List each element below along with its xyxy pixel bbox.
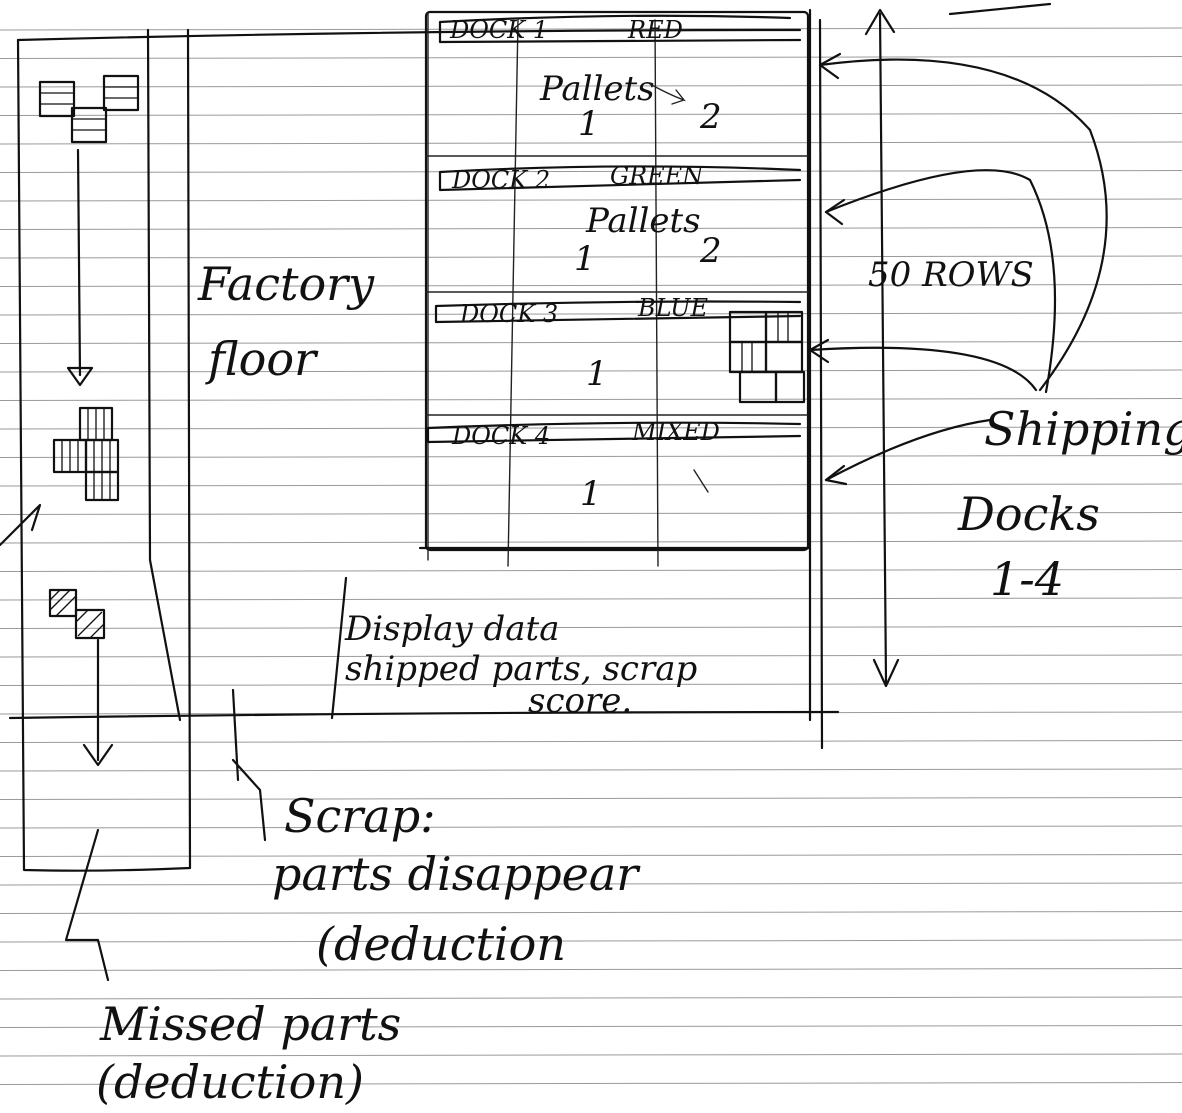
dock-3-left-pallet: 1 bbox=[586, 354, 608, 394]
ruled-line bbox=[0, 57, 1182, 59]
ruled-line bbox=[0, 940, 1182, 942]
shipping-docks-label-line3: 1-4 bbox=[990, 552, 1064, 606]
display-label-line3: score. bbox=[528, 681, 632, 721]
ruled-line bbox=[0, 798, 1182, 800]
ruled-line bbox=[0, 627, 1182, 629]
factory-floor-label-line1: Factory bbox=[197, 257, 375, 311]
dock-1-right-pallet: 2 bbox=[699, 97, 722, 137]
ruled-line bbox=[0, 741, 1182, 743]
ruled-line bbox=[0, 969, 1182, 971]
ruled-line bbox=[0, 342, 1182, 344]
corner-stroke bbox=[950, 4, 1050, 14]
ruled-line bbox=[0, 826, 1182, 828]
dock-3-stacked-parts bbox=[730, 312, 804, 402]
dock-3-color: BLUE bbox=[637, 294, 708, 322]
dock-1-pallets-label: Pallets bbox=[539, 69, 655, 109]
dock-2-pallets-label: Pallets bbox=[585, 201, 701, 241]
rows-label: 50 ROWS bbox=[868, 255, 1034, 295]
display-label-line1: Display data bbox=[344, 609, 559, 649]
dock-2-right-pallet: 2 bbox=[699, 231, 722, 271]
drop-arrow-1 bbox=[78, 150, 80, 375]
side-mark bbox=[0, 505, 40, 545]
dock-4-left-pallet: 1 bbox=[580, 474, 602, 514]
dock-4-color: MIXED bbox=[631, 418, 720, 446]
dock-4: DOCK 4 MIXED 1 bbox=[428, 418, 800, 514]
dock-2: DOCK 2 GREEN Pallets 1 2 bbox=[426, 162, 808, 292]
scrap-label-line1: Scrap: bbox=[284, 789, 436, 843]
ruled-line bbox=[0, 769, 1182, 771]
dock-3: DOCK 3 BLUE 1 bbox=[426, 294, 808, 415]
shipping-docks-label-line2: Docks bbox=[957, 487, 1100, 541]
factory-floor-label-line2: floor bbox=[205, 332, 319, 386]
scrap-label-line2: parts disappear bbox=[272, 847, 641, 901]
ruled-line bbox=[0, 399, 1182, 401]
dock-2-left-pallet: 1 bbox=[574, 239, 596, 279]
dock-3-label: DOCK 3 bbox=[459, 300, 558, 328]
dock-1-label: DOCK 1 bbox=[449, 16, 548, 44]
scrap-label-line3: (deduction bbox=[316, 917, 566, 971]
ruled-line bbox=[0, 541, 1182, 543]
missed-label-line1: Missed parts bbox=[99, 997, 401, 1051]
dock-1-color: RED bbox=[627, 16, 683, 44]
part-block-top bbox=[40, 76, 138, 142]
dock-4-label: DOCK 4 bbox=[451, 422, 550, 450]
missed-label-line2: (deduction) bbox=[96, 1055, 364, 1109]
dock-2-color: GREEN bbox=[610, 162, 704, 190]
dock-2-label: DOCK 2 bbox=[451, 166, 550, 194]
dock-1-left-pallet: 1 bbox=[578, 104, 600, 144]
missed-parts-pointer bbox=[66, 830, 108, 980]
ruled-line bbox=[0, 912, 1182, 914]
part-block-bottom bbox=[50, 590, 104, 638]
display-label-line2: shipped parts, scrap bbox=[345, 649, 697, 689]
shipping-docks-label-line1: Shipping bbox=[984, 402, 1182, 456]
ruled-line bbox=[0, 313, 1182, 315]
